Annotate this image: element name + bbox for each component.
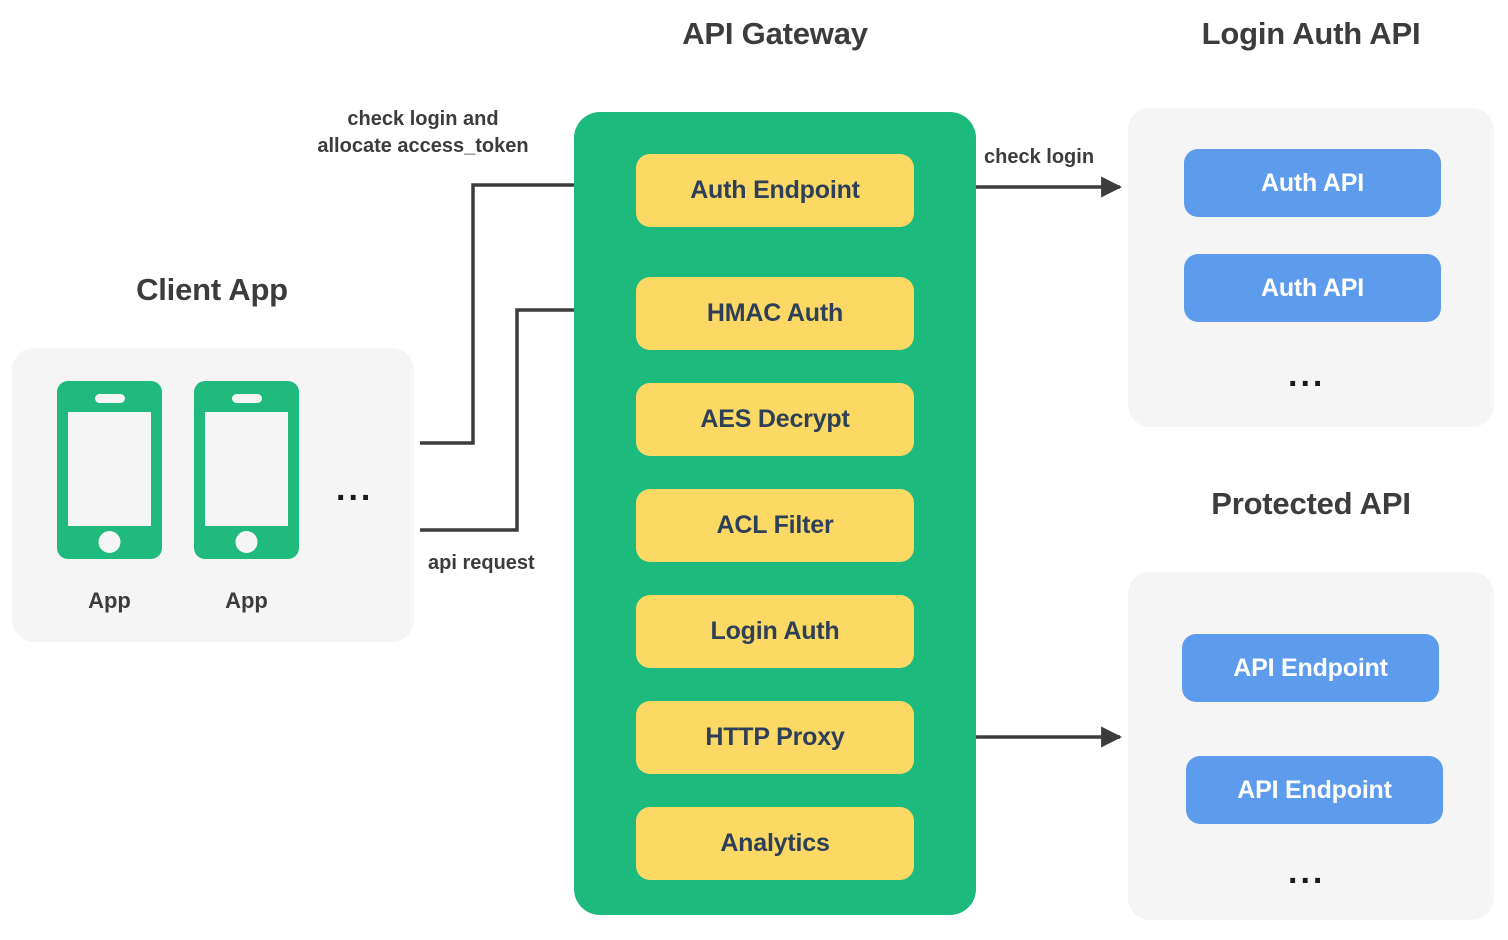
client-device-1[interactable] (57, 381, 162, 559)
gateway-stage-login-auth[interactable]: Login Auth (636, 595, 914, 668)
client-device-1-label: App (88, 588, 131, 613)
smartphone-icon (57, 381, 162, 559)
page-title-api-gateway: API Gateway (682, 16, 868, 51)
client-device-2[interactable] (194, 381, 299, 559)
gateway-stage-http-proxy[interactable]: HTTP Proxy (636, 701, 914, 774)
protected-api-item-2[interactable]: API Endpoint (1186, 756, 1443, 824)
edge-label-check-login-allocate-line1: check login and (347, 108, 499, 130)
login-auth-api-item-2[interactable]: Auth API (1184, 254, 1441, 322)
page-title-login-auth-api: Login Auth API (1201, 16, 1421, 51)
smartphone-icon (194, 381, 299, 559)
client-device-2-label: App (225, 588, 268, 613)
client-app-ellipsis: ... (336, 470, 374, 508)
gateway-stage-hmac-auth[interactable]: HMAC Auth (636, 277, 914, 350)
edge-label-check-login-allocate-line2: allocate access_token (317, 135, 529, 157)
protected-api-ellipsis: ... (1288, 853, 1326, 891)
gateway-stage-analytics[interactable]: Analytics (636, 807, 914, 880)
login-auth-api-ellipsis: ... (1288, 356, 1326, 394)
protected-api-panel (1128, 572, 1494, 920)
login-auth-api-item-1[interactable]: Auth API (1184, 149, 1441, 217)
edge-label-check-login-allocate: check login and allocate access_token (278, 106, 568, 160)
edge-label-check-login: check login (984, 146, 1095, 168)
edge-label-api-request: api request (428, 552, 535, 574)
page-title-protected-api: Protected API (1211, 486, 1411, 521)
gateway-stage-aes-decrypt[interactable]: AES Decrypt (636, 383, 914, 456)
page-title-client-app: Client App (136, 272, 288, 307)
protected-api-item-1[interactable]: API Endpoint (1182, 634, 1439, 702)
gateway-stage-auth-endpoint[interactable]: Auth Endpoint (636, 154, 914, 227)
gateway-stage-acl-filter[interactable]: ACL Filter (636, 489, 914, 562)
